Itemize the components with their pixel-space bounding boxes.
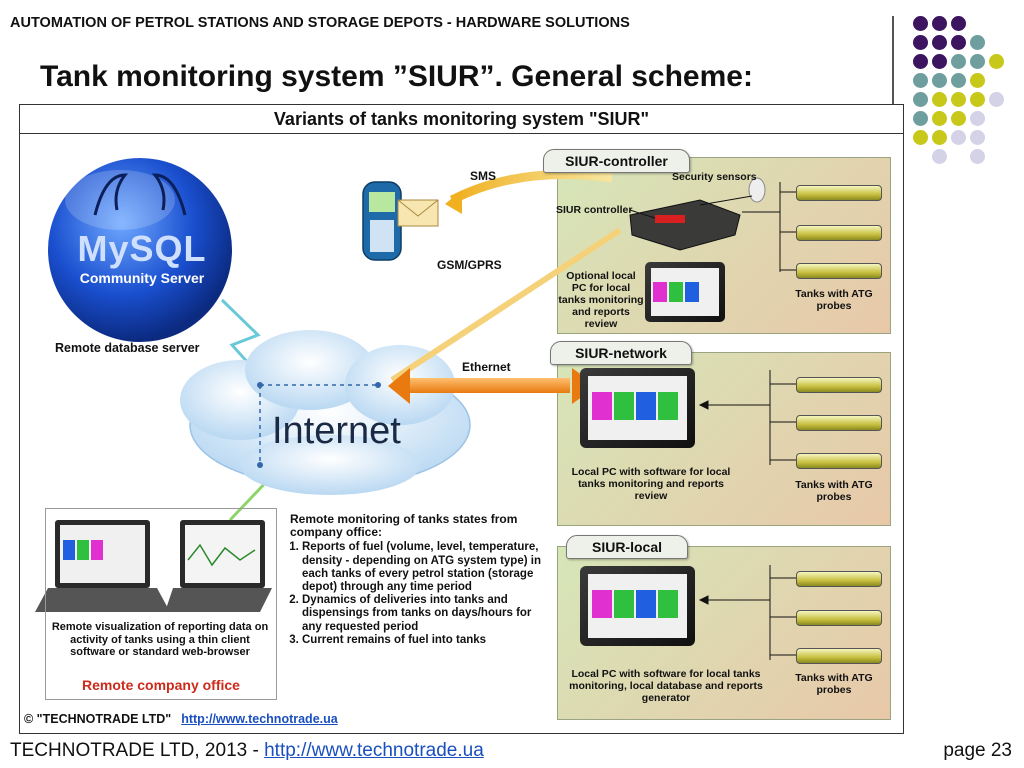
tank-icon bbox=[796, 263, 882, 279]
tank-icon bbox=[796, 185, 882, 201]
office-caption: Remote visualization of reporting data o… bbox=[51, 621, 269, 658]
remote-office-box bbox=[45, 508, 277, 700]
sms-arrow bbox=[449, 170, 613, 205]
network-pc-label: Local PC with software for local tanks m… bbox=[571, 466, 731, 502]
mobile-phone-icon bbox=[362, 181, 402, 261]
remote-db-label: Remote database server bbox=[55, 341, 200, 355]
header-subtitle: AUTOMATION OF PETROL STATIONS AND STORAG… bbox=[10, 15, 630, 31]
internet-cloud-icon bbox=[180, 330, 471, 495]
remote-monitoring-list: Reports of fuel (volume, level, temperat… bbox=[290, 541, 545, 647]
remote-monitoring-block: Remote monitoring of tanks states from c… bbox=[290, 512, 545, 647]
tank-icon bbox=[796, 453, 882, 469]
sms-label: SMS bbox=[470, 169, 497, 183]
page-title: Tank monitoring system ”SIUR”. General s… bbox=[40, 60, 753, 93]
internet-label: Internet bbox=[272, 410, 401, 452]
tablet-icon-controller bbox=[645, 262, 725, 322]
header-divider bbox=[892, 16, 894, 104]
local-tanks-label: Tanks with ATG probes bbox=[795, 672, 873, 696]
tank-bus-network bbox=[698, 370, 796, 465]
siur-controller-device-icon bbox=[629, 199, 741, 251]
tab-siur-network: SIUR-network bbox=[550, 341, 692, 365]
copyright: © "TECHNOTRADE LTD" http://www.technotrad… bbox=[24, 712, 338, 726]
mysql-subtitle: Community Server bbox=[79, 270, 205, 286]
copyright-link[interactable]: http://www.technotrade.ua bbox=[181, 712, 338, 726]
office-title: Remote company office bbox=[82, 677, 240, 693]
tank-icon bbox=[796, 415, 882, 431]
tab-siur-local: SIUR-local bbox=[566, 535, 688, 559]
tank-bus-local bbox=[698, 565, 796, 660]
footer-left: TECHNOTRADE LTD, 2013 - http://www.techn… bbox=[10, 740, 484, 762]
tank-icon bbox=[796, 377, 882, 393]
page-number: page 23 bbox=[943, 740, 1012, 761]
tank-icon bbox=[796, 610, 882, 626]
copyright-text: © "TECHNOTRADE LTD" bbox=[24, 712, 172, 726]
footer-text: TECHNOTRADE LTD, 2013 - bbox=[10, 740, 265, 761]
tablet-icon-local bbox=[580, 566, 695, 646]
tablet-icon-network bbox=[580, 368, 695, 448]
security-sensors-label: Security sensors bbox=[672, 171, 757, 183]
tank-bus-controller bbox=[742, 182, 796, 272]
security-sensor-icon bbox=[748, 177, 766, 203]
mysql-logo-text: MySQL bbox=[77, 228, 207, 269]
list-item: Reports of fuel (volume, level, temperat… bbox=[302, 541, 545, 594]
gsm-label: GSM/GPRS bbox=[437, 258, 502, 272]
remote-monitoring-heading: Remote monitoring of tanks states from c… bbox=[290, 512, 518, 540]
tab-siur-controller: SIUR-controller bbox=[543, 149, 690, 173]
laptop-icon-2 bbox=[165, 520, 272, 612]
siur-controller-label: SIUR controller bbox=[556, 204, 633, 216]
laptop-icon-1 bbox=[35, 520, 170, 612]
ethernet-label: Ethernet bbox=[462, 360, 511, 374]
list-item: Current remains of fuel into tanks bbox=[302, 634, 545, 647]
tank-icon bbox=[796, 571, 882, 587]
gsm-arrow bbox=[390, 227, 622, 383]
controller-tanks-label: Tanks with ATG probes bbox=[795, 288, 873, 312]
network-tanks-label: Tanks with ATG probes bbox=[795, 479, 873, 503]
tank-icon bbox=[796, 648, 882, 664]
footer-link[interactable]: http://www.technotrade.ua bbox=[264, 740, 484, 761]
envelope-icon bbox=[397, 199, 439, 227]
mysql-globe-icon bbox=[48, 158, 232, 342]
controller-pc-label: Optional local PC for local tanks monito… bbox=[558, 270, 644, 330]
local-pc-label: Local PC with software for local tanks m… bbox=[569, 668, 763, 704]
diagram-title: Variants of tanks monitoring system "SIU… bbox=[19, 104, 904, 134]
dolphin-icon bbox=[93, 173, 187, 216]
tank-icon bbox=[796, 225, 882, 241]
list-item: Dynamics of deliveries into tanks and di… bbox=[302, 594, 545, 634]
